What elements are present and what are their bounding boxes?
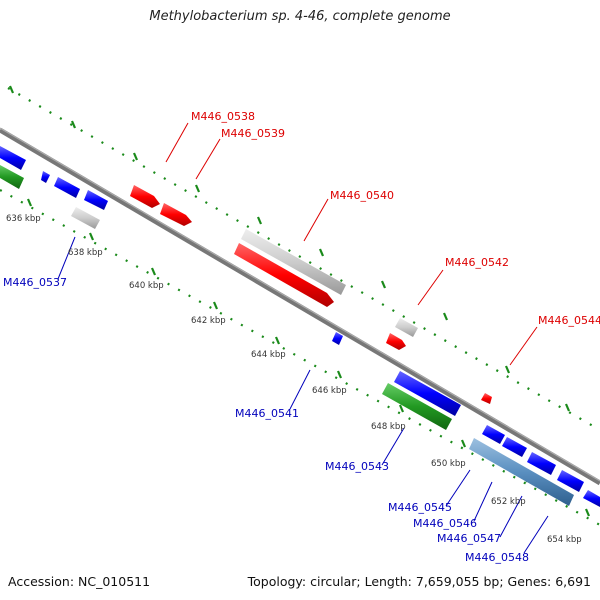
forward-genes[interactable] [130, 185, 492, 404]
gene-blue-mid[interactable] [394, 371, 461, 416]
scale-label: 650 kbp [431, 459, 466, 469]
gene-grey-a[interactable] [241, 229, 346, 295]
major-ticks [8, 85, 591, 517]
gene-label[interactable]: M446_0542 [445, 256, 509, 269]
scale-label: 640 kbp [129, 281, 164, 291]
gene-label[interactable]: M446_0539 [221, 127, 285, 140]
gene-labels-bottom: M446_0537 M446_0541 M446_0543 M446_0545 … [3, 276, 529, 564]
gene-blue-left-3[interactable] [84, 190, 108, 210]
gene-label[interactable]: M446_0537 [3, 276, 67, 289]
gene-M446_0542-arrow[interactable] [386, 333, 406, 350]
gene-M446_0544-arrow[interactable] [481, 393, 492, 404]
reverse-genes[interactable] [0, 146, 600, 507]
gene-labels-top: M446_0538 M446_0539 M446_0540 M446_0542 … [191, 110, 600, 327]
gene-green-left[interactable] [0, 165, 24, 189]
gene-blue-small-a[interactable] [41, 171, 50, 183]
gene-label[interactable]: M446_0540 [330, 189, 394, 202]
gene-label[interactable]: M446_0545 [388, 501, 452, 514]
scale-label: 644 kbp [251, 350, 286, 360]
inner-tick-track [0, 189, 600, 526]
gene-blue-right-edge[interactable] [583, 490, 600, 507]
accession-text: Accession: NC_010511 [8, 574, 151, 589]
gene-M446_0548-arrow[interactable] [557, 470, 584, 492]
scale-labels: 636 kbp 638 kbp 640 kbp 642 kbp 644 kbp … [6, 214, 582, 545]
gene-M446_0543-arrow[interactable] [382, 383, 452, 430]
scale-label: 642 kbp [191, 316, 226, 326]
gene-label[interactable]: M446_0541 [235, 407, 299, 420]
scale-label: 636 kbp [6, 214, 41, 224]
gene-label[interactable]: M446_0546 [413, 517, 477, 530]
genome-backbone [0, 127, 600, 486]
gene-blue-left-2[interactable] [54, 177, 80, 198]
gene-grey-b[interactable] [395, 318, 418, 337]
gene-M446_0541-arrow[interactable] [332, 332, 343, 345]
gene-label[interactable]: M446_0538 [191, 110, 255, 123]
gene-steelblue[interactable] [469, 438, 574, 506]
gene-label[interactable]: M446_0547 [437, 532, 501, 545]
gene-M446_0539-arrow[interactable] [160, 203, 192, 226]
gene-label[interactable]: M446_0544 [538, 314, 600, 327]
gene-label[interactable]: M446_0548 [465, 551, 529, 564]
gene-grey-left[interactable] [71, 207, 100, 229]
scale-label: 652 kbp [491, 497, 526, 507]
gene-M446_0538-arrow[interactable] [130, 185, 160, 208]
gene-M446_0547-arrow[interactable] [527, 452, 556, 475]
map-title: Methylobacterium sp. 4-46, complete geno… [149, 9, 451, 24]
gene-label[interactable]: M446_0543 [325, 460, 389, 473]
gene-M446_0546-arrow[interactable] [502, 437, 527, 457]
gene-M446_0545-arrow[interactable] [482, 425, 505, 444]
label-leaders [57, 122, 549, 554]
gene-blue-left-1[interactable] [0, 146, 26, 170]
genome-backbone-highlight [0, 127, 600, 482]
gene-M446_0540-arrow[interactable] [234, 243, 334, 307]
scale-label: 638 kbp [68, 248, 103, 258]
outer-tick-track [7, 87, 600, 431]
scale-label: 648 kbp [371, 422, 406, 432]
genome-summary-text: Topology: circular; Length: 7,659,055 bp… [247, 574, 591, 589]
scale-label: 654 kbp [547, 535, 582, 545]
scale-label: 646 kbp [312, 386, 347, 396]
